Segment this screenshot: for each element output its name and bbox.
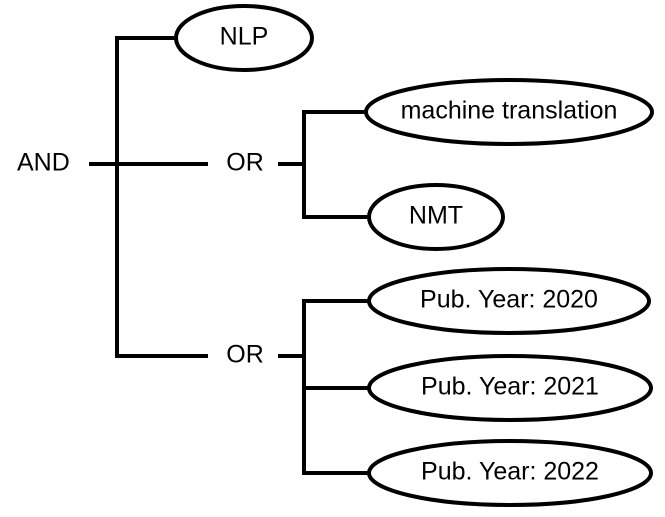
and-operator-label: AND (17, 149, 70, 177)
publication-year-2022-label: Pub. Year: 2022 (421, 458, 599, 486)
publication-year-2021-ellipse (367, 354, 653, 422)
nmt-label: NMT (409, 202, 463, 230)
nmt-node: NMT (367, 183, 505, 251)
machine-translation-ellipse (364, 78, 654, 146)
publication-year-2020-ellipse (367, 267, 651, 335)
or-operator-label-2: OR (226, 341, 264, 369)
nmt-ellipse (367, 183, 505, 251)
publication-year-2022-ellipse (367, 439, 653, 507)
or-operator-label-1: OR (226, 149, 264, 177)
publication-year-2022-node: Pub. Year: 2022 (367, 439, 653, 507)
machine-translation-node: machine translation (364, 78, 654, 146)
nlp-node: NLP (174, 4, 314, 72)
publication-year-2021-node: Pub. Year: 2021 (367, 354, 653, 422)
publication-year-2020-label: Pub. Year: 2020 (420, 286, 598, 314)
nlp-ellipse (174, 4, 314, 72)
publication-year-2020-node: Pub. Year: 2020 (367, 267, 651, 335)
publication-year-2021-label: Pub. Year: 2021 (421, 373, 599, 401)
nlp-label: NLP (220, 23, 269, 51)
connector-lines (89, 36, 371, 475)
machine-translation-label: machine translation (401, 97, 618, 125)
